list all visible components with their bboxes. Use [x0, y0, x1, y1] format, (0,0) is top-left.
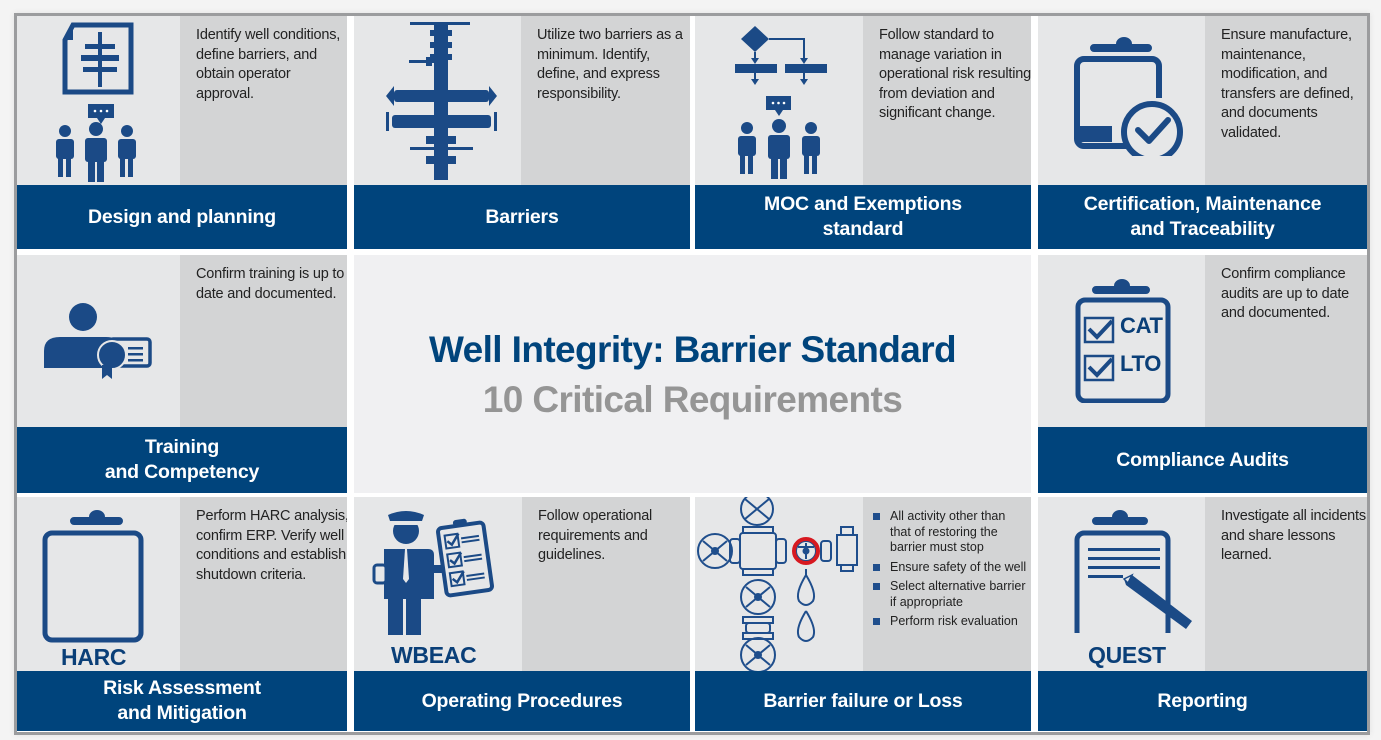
- bullet-item: Perform risk evaluation: [873, 614, 1027, 630]
- clipboard-check-icon: [1074, 37, 1183, 156]
- tile-title-line1: MOC and Exemptions: [764, 193, 962, 215]
- tile-title: MOC and Exemptions standard: [695, 185, 1031, 249]
- text-panel: Follow operational requirements and guid…: [522, 497, 690, 671]
- tile-title-line1: Barrier failure or Loss: [763, 689, 963, 712]
- bullet-item: Ensure safety of the well: [873, 560, 1027, 576]
- text-panel: All activity other than that of restorin…: [863, 497, 1031, 671]
- tile-training-and-competency: Confirm training is up to date and docum…: [17, 255, 347, 493]
- tile-design-and-planning: Identify well conditions, define barrier…: [17, 16, 347, 249]
- tile-title-line1: Certification, Maintenance: [1083, 193, 1322, 215]
- tile-description: Confirm training is up to date and docum…: [196, 266, 345, 302]
- person-certificate-icon: [44, 303, 152, 379]
- bullet-item: All activity other than that of restorin…: [873, 509, 1027, 556]
- text-panel: Follow standard to manage variation in o…: [863, 16, 1031, 185]
- bullet-item: Select alternative barrier if appropriat…: [873, 579, 1027, 610]
- tile-title-line2: and Mitigation: [117, 702, 247, 724]
- tile-risk-assessment-and-mitigation: Perform HARC analysis, confirm ERP. Veri…: [17, 497, 347, 731]
- tile-description: Investigate all incidents and share less…: [1221, 508, 1366, 563]
- tile-compliance-audits: Confirm compliance audits are up to date…: [1038, 255, 1367, 493]
- harc-label: HARC: [61, 644, 127, 670]
- tile-title: Barrier failure or Loss: [695, 671, 1031, 731]
- tile-title-line1: Reporting: [1157, 689, 1248, 712]
- clipboard-checklist-icon: [1075, 279, 1171, 403]
- tile-title: Certification, Maintenance and Traceabil…: [1038, 185, 1367, 249]
- text-panel: Identify well conditions, define barrier…: [180, 16, 347, 185]
- text-panel: Investigate all incidents and share less…: [1205, 497, 1367, 671]
- tile-title-line2: standard: [822, 218, 904, 240]
- tile-title-line2: and Competency: [104, 461, 260, 483]
- tile-description: Identify well conditions, define barrier…: [196, 27, 341, 102]
- text-panel: Confirm training is up to date and docum…: [180, 255, 347, 427]
- well-plan-team-icon: [56, 22, 136, 182]
- tile-barriers: Utilize two barriers as a minimum. Ident…: [354, 16, 690, 249]
- quest-label: QUEST: [1088, 642, 1166, 668]
- tile-barrier-failure-or-loss: All activity other than that of restorin…: [695, 497, 1031, 731]
- tile-description: Utilize two barriers as a minimum. Ident…: [537, 27, 683, 102]
- tile-title: Training and Competency: [17, 427, 347, 493]
- text-panel: Ensure manufacture, maintenance, modific…: [1205, 16, 1367, 185]
- tile-operating-procedures: Follow operational requirements and guid…: [354, 497, 690, 731]
- tile-title: Barriers: [354, 185, 690, 249]
- tile-title-line1: Operating Procedures: [421, 689, 623, 712]
- tile-description: Confirm compliance audits are up to date…: [1221, 266, 1350, 321]
- tile-title-line1: Risk Assessment: [103, 677, 261, 699]
- tile-title: Design and planning: [17, 185, 347, 249]
- tile-certification-maintenance-traceability: Ensure manufacture, maintenance, modific…: [1038, 16, 1367, 249]
- text-panel: Perform HARC analysis, confirm ERP. Veri…: [180, 497, 347, 671]
- page-title: Well Integrity: Barrier Standard: [428, 329, 957, 370]
- text-panel: Utilize two barriers as a minimum. Ident…: [521, 16, 690, 185]
- tile-title: Reporting: [1038, 671, 1367, 731]
- clipboard-blank-icon: [42, 510, 144, 643]
- leaking-valve-icon: [697, 497, 858, 671]
- tile-reporting: Investigate all incidents and share less…: [1038, 497, 1367, 731]
- clipboard-pencil-icon: [1074, 510, 1192, 633]
- tile-title-line1: Training: [144, 436, 220, 458]
- tile-title-line1: Compliance Audits: [1116, 448, 1289, 471]
- tile-description: Follow operational requirements and guid…: [538, 508, 653, 563]
- wellhead-tree-icon: [386, 22, 497, 180]
- tile-description: Ensure manufacture, maintenance, modific…: [1221, 27, 1354, 141]
- checklist-item-lto: LTO: [1120, 351, 1162, 376]
- checklist-item-cat: CAT: [1120, 313, 1163, 338]
- tile-title: Compliance Audits: [1038, 427, 1367, 493]
- text-panel: Confirm compliance audits are up to date…: [1205, 255, 1367, 427]
- tile-description: Perform HARC analysis, confirm ERP. Veri…: [196, 508, 347, 583]
- wbeac-label: WBEAC: [391, 642, 477, 668]
- tile-title-line1: Design and planning: [88, 205, 276, 228]
- tile-moc-and-exemptions: Follow standard to manage variation in o…: [695, 16, 1031, 249]
- tile-title: Operating Procedures: [354, 671, 690, 731]
- tile-title: Risk Assessment and Mitigation: [17, 671, 347, 731]
- center-title-panel: Well Integrity: Barrier Standard 10 Crit…: [354, 255, 1031, 493]
- page-subtitle: 10 Critical Requirements: [482, 379, 903, 420]
- officer-checklist-icon: [372, 511, 494, 635]
- tile-title-line2: and Traceability: [1130, 218, 1275, 240]
- flowchart-team-icon: [735, 26, 827, 179]
- tile-title-line1: Barriers: [485, 205, 559, 228]
- bullet-list: All activity other than that of restorin…: [873, 509, 1027, 634]
- tile-description: Follow standard to manage variation in o…: [879, 27, 1031, 121]
